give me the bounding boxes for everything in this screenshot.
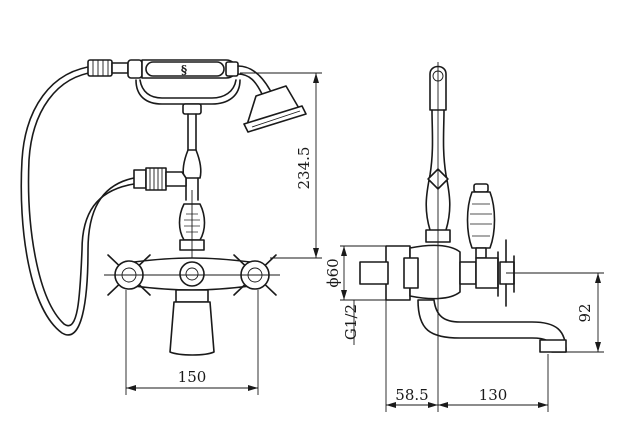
- dimension-thread-label: G1/2: [342, 304, 360, 340]
- spout-front: [169, 289, 215, 356]
- hose-outlet: [133, 167, 187, 191]
- dimension-thread: G1/2: [342, 299, 362, 345]
- dimension-width: 150: [125, 290, 259, 395]
- hose-connector-top: [87, 59, 129, 77]
- dimension-horizontal-side: 58.5 130: [385, 250, 549, 412]
- dimension-diameter-label: ϕ60: [324, 258, 342, 287]
- dimension-offset-label: 58.5: [395, 386, 428, 404]
- handset-handle: §: [127, 59, 239, 79]
- tap-body: [133, 257, 251, 291]
- shower-hose: [20, 65, 135, 336]
- inlet-pipe: [340, 245, 389, 301]
- dimension-height-label: 234.5: [295, 147, 313, 190]
- handset-neck: [237, 65, 271, 91]
- dimension-spout-height-label: 92: [576, 303, 594, 322]
- side-knob: [466, 183, 496, 259]
- side-view: ϕ60 G1/2 92 58.5 130: [324, 62, 604, 412]
- cradle-column: [182, 113, 202, 201]
- front-view: §: [20, 59, 322, 395]
- dimension-height-handset: 234.5: [240, 72, 322, 259]
- dimension-diameter: ϕ60: [324, 246, 347, 300]
- shower-head: [243, 85, 307, 133]
- handset-cradle: [135, 79, 241, 105]
- dimension-spout-height: 92: [506, 272, 604, 353]
- side-body: [385, 239, 515, 307]
- svg-text:§: §: [181, 63, 187, 77]
- dimension-reach-label: 130: [479, 386, 508, 404]
- dimension-width-label: 150: [178, 368, 207, 386]
